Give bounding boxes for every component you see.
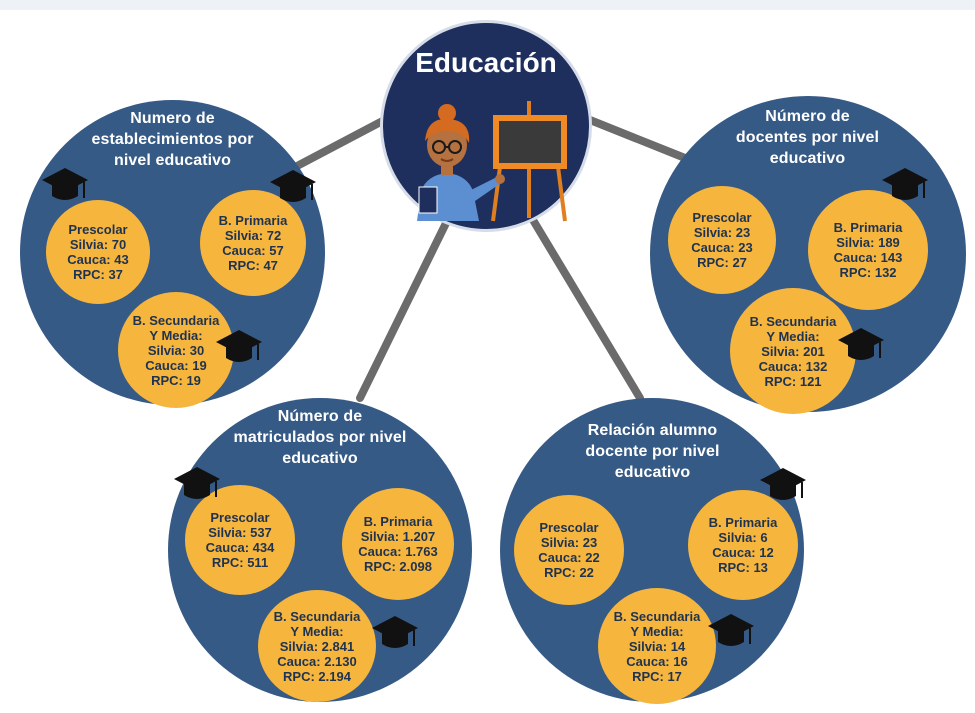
level-prescolar: Prescolar Silvia: 537 Cauca: 434 RPC: 51… — [185, 485, 295, 595]
level-primaria: B. Primaria Silvia: 189 Cauca: 143 RPC: … — [808, 190, 928, 310]
level-primaria: B. Primaria Silvia: 1.207 Cauca: 1.763 R… — [342, 488, 454, 600]
value-line: RPC: 47 — [228, 258, 278, 273]
value-line: Cauca: 22 — [538, 550, 600, 565]
value-line: Cauca: 43 — [67, 252, 129, 267]
value-line: establecimientos por — [91, 131, 254, 148]
value-line: RPC: 37 — [73, 267, 123, 282]
value-line: nivel educativo — [113, 152, 232, 169]
value-line: docentes por nivel — [735, 129, 880, 146]
value-line: RPC: 17 — [632, 668, 682, 684]
graduation-cap-icon — [216, 330, 262, 362]
graduation-cap-icon — [372, 616, 418, 648]
value-line: Silvia: 537 — [208, 525, 272, 540]
value-line: B. Secundaria — [132, 312, 220, 328]
value-line: RPC: 2.098 — [364, 559, 432, 574]
value-line: educativo — [614, 464, 691, 481]
connector-docentes — [581, 114, 694, 164]
connector-matriculados — [356, 211, 454, 402]
level-primaria: B. Primaria Silvia: 72 Cauca: 57 RPC: 47 — [200, 190, 306, 296]
value-line: Silvia: 189 — [836, 235, 900, 250]
teacher-blackboard-icon — [417, 101, 567, 222]
value-line: Silvia: 2.841 — [279, 638, 355, 654]
value-line: Cauca: 143 — [833, 250, 903, 265]
value-line: Y Media: — [630, 623, 684, 639]
value-line: Numero de — [130, 110, 215, 127]
graduation-cap-icon — [174, 467, 220, 499]
level-secundaria: B. Secundaria Y Media: Silvia: 2.841 Cau… — [258, 590, 376, 702]
top-bar — [0, 0, 975, 10]
value-line: Silvia: 72 — [224, 228, 282, 243]
value-line: Cauca: 2.130 — [277, 653, 357, 669]
value-line: B. Primaria — [218, 213, 288, 228]
level-prescolar: Prescolar Silvia: 23 Cauca: 23 RPC: 27 — [668, 186, 776, 294]
graduation-cap-icon — [270, 170, 316, 202]
group-title-establecimientos: Numero de establecimientos por nivel edu… — [60, 108, 285, 171]
value-line: Cauca: 132 — [758, 358, 828, 374]
value-line: docente por nivel — [585, 443, 720, 460]
group-title-relacion: Relación alumno docente por nivel educat… — [545, 420, 760, 483]
value-line: B. Secundaria — [749, 313, 837, 329]
value-line: Número de — [277, 408, 363, 425]
value-line: Silvia: 14 — [628, 638, 686, 654]
value-line: Cauca: 1.763 — [358, 544, 438, 559]
value-line: Cauca: 434 — [205, 540, 275, 555]
level-primaria: B. Primaria Silvia: 6 Cauca: 12 RPC: 13 — [688, 490, 798, 600]
value-line: Y Media: — [149, 327, 203, 343]
level-secundaria: B. Secundaria Y Media: Silvia: 30 Cauca:… — [118, 292, 234, 408]
value-line: RPC: 132 — [839, 265, 897, 280]
value-line: RPC: 27 — [697, 255, 747, 270]
value-line: educativo — [769, 150, 846, 167]
value-line: RPC: 2.194 — [283, 668, 351, 684]
center-title: Educación — [415, 47, 557, 78]
value-line: B. Secundaria — [613, 608, 701, 624]
graduation-cap-icon — [760, 468, 806, 500]
graduation-cap-icon — [882, 168, 928, 200]
value-line: B. Secundaria — [273, 608, 361, 624]
group-title-docentes: Número de docentes por nivel educativo — [700, 106, 915, 169]
graduation-cap-icon — [838, 328, 884, 360]
connector-establecimientos — [276, 112, 396, 179]
graduation-cap-icon — [708, 614, 754, 646]
value-line: matriculados por nivel — [233, 429, 407, 446]
value-line: Prescolar — [68, 222, 128, 237]
value-line: Prescolar — [539, 520, 599, 535]
value-line: RPC: 121 — [764, 373, 822, 389]
value-line: Cauca: 23 — [691, 240, 753, 255]
connector-relacion — [526, 211, 644, 402]
value-line: Prescolar — [210, 510, 270, 525]
value-line: Silvia: 1.207 — [360, 529, 436, 544]
value-line: Silvia: 201 — [761, 343, 825, 359]
value-line: Silvia: 70 — [69, 237, 127, 252]
group-title-matriculados: Número de matriculados por nivel educati… — [205, 406, 435, 469]
value-line: B. Primaria — [708, 515, 778, 530]
value-line: Número de — [765, 108, 850, 125]
value-line: Prescolar — [692, 210, 752, 225]
value-line: Cauca: 19 — [145, 357, 207, 373]
value-line: Silvia: 30 — [147, 342, 205, 358]
value-line: B. Primaria — [363, 514, 433, 529]
value-line: Relación alumno — [587, 422, 718, 439]
value-line: B. Primaria — [833, 220, 903, 235]
value-line: Cauca: 12 — [712, 545, 774, 560]
value-line: RPC: 13 — [718, 560, 768, 575]
value-line: educativo — [282, 450, 358, 467]
value-line: Y Media: — [766, 328, 820, 344]
graduation-cap-icon — [42, 168, 88, 200]
value-line: RPC: 19 — [151, 372, 201, 388]
value-line: Cauca: 16 — [626, 653, 688, 669]
value-line: Silvia: 23 — [693, 225, 751, 240]
level-secundaria: B. Secundaria Y Media: Silvia: 201 Cauca… — [730, 288, 856, 414]
value-line: Silvia: 23 — [540, 535, 598, 550]
level-secundaria: B. Secundaria Y Media: Silvia: 14 Cauca:… — [598, 588, 716, 704]
level-prescolar: Prescolar Silvia: 23 Cauca: 22 RPC: 22 — [514, 495, 624, 605]
center-node: Educación — [380, 20, 592, 232]
value-line: Cauca: 57 — [222, 243, 284, 258]
value-line: Y Media: — [290, 623, 344, 639]
value-line: RPC: 511 — [211, 555, 269, 570]
level-prescolar: Prescolar Silvia: 70 Cauca: 43 RPC: 37 — [46, 200, 150, 304]
value-line: RPC: 22 — [544, 565, 594, 580]
value-line: Silvia: 6 — [718, 530, 768, 545]
